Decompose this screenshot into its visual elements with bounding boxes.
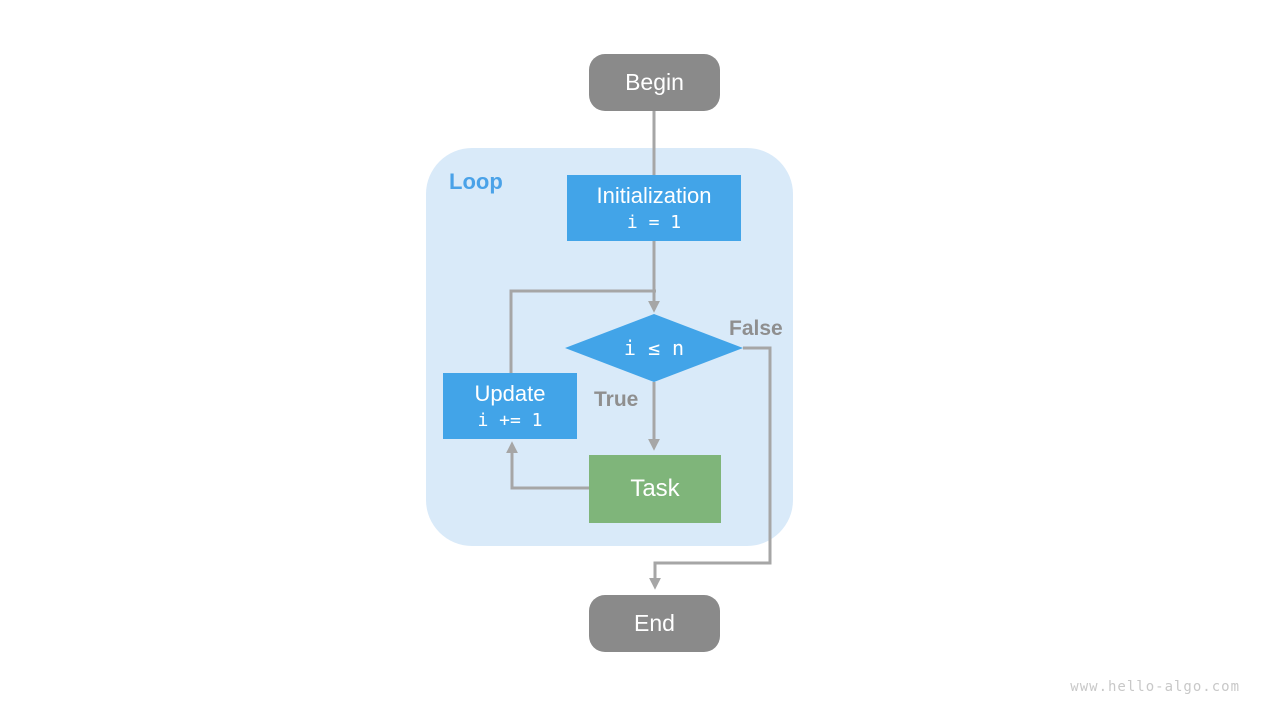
task-node: Task	[589, 455, 721, 523]
task-label: Task	[630, 475, 680, 502]
initialization-title: Initialization	[596, 183, 712, 208]
end-label: End	[634, 610, 675, 637]
end-node: End	[589, 595, 720, 652]
initialization-code: i = 1	[626, 211, 682, 233]
update-title: Update	[474, 381, 546, 406]
begin-label: Begin	[625, 69, 684, 96]
begin-node: Begin	[589, 54, 720, 111]
condition-node: i ≤ n	[565, 314, 743, 382]
condition-code: i ≤ n	[623, 336, 685, 360]
loop-label: Loop	[449, 169, 503, 194]
true-branch-label: True	[594, 388, 639, 411]
edge-update-to-junction	[509, 289, 656, 373]
condition-diamond-shape	[565, 314, 743, 382]
edge-condition-to-end	[649, 346, 772, 590]
false-branch-label: False	[729, 317, 783, 340]
edge-task-to-update	[506, 441, 590, 490]
update-code: i += 1	[477, 409, 543, 431]
watermark: www.hello-algo.com	[1070, 679, 1240, 695]
initialization-node: Initialization i = 1	[567, 175, 741, 241]
update-node: Update i += 1	[443, 373, 577, 439]
